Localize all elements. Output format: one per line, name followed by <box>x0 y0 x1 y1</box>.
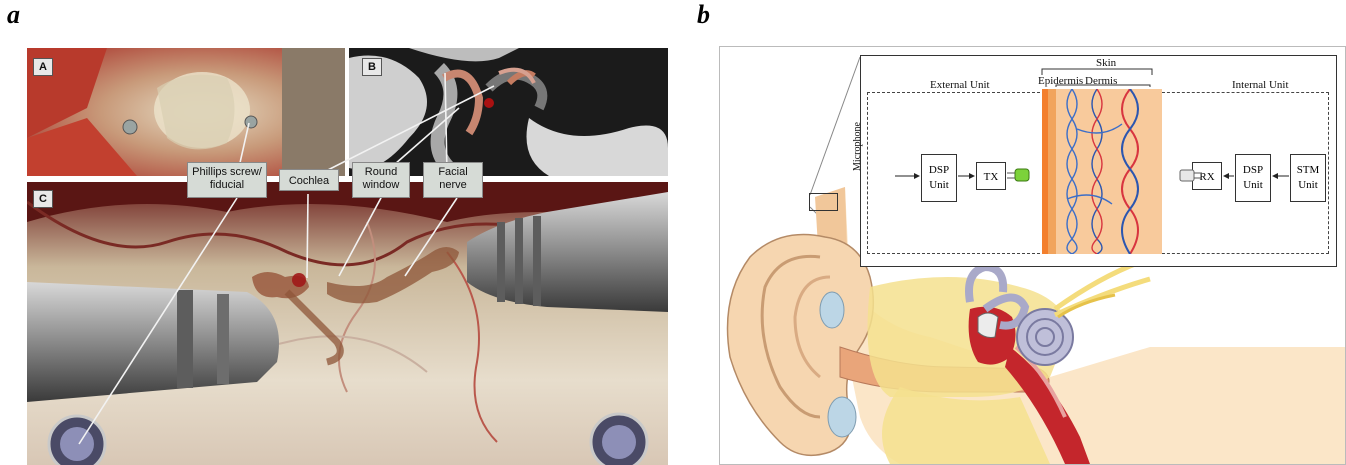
panel-b-letter: b <box>697 0 710 30</box>
internal-unit-label: Internal Unit <box>1232 79 1289 91</box>
callout-pointer-lines <box>27 48 668 465</box>
panel-b-figure: Skin Epidermis Dermis External Unit Inte… <box>719 46 1346 465</box>
photodiode-receiver-icon <box>1180 170 1202 181</box>
callout-cochlea: Cochlea <box>279 169 339 191</box>
callout-round-window: Round window <box>352 162 410 198</box>
implant-box-marker <box>809 193 838 211</box>
callout-facial-nerve: Facial nerve <box>423 162 483 198</box>
external-unit-label: External Unit <box>930 79 990 91</box>
epidermis-label: Epidermis <box>1038 75 1083 87</box>
dermis-label: Dermis <box>1085 75 1117 87</box>
skin-label: Skin <box>1096 57 1116 69</box>
panel-a-figure: A B <box>27 48 668 465</box>
callout-phillips-screw: Phillips screw/ fiducial <box>187 162 267 198</box>
led-transmitter-icon <box>1007 169 1029 181</box>
panel-a-letter: a <box>7 0 20 30</box>
signal-arrows <box>860 147 1335 207</box>
